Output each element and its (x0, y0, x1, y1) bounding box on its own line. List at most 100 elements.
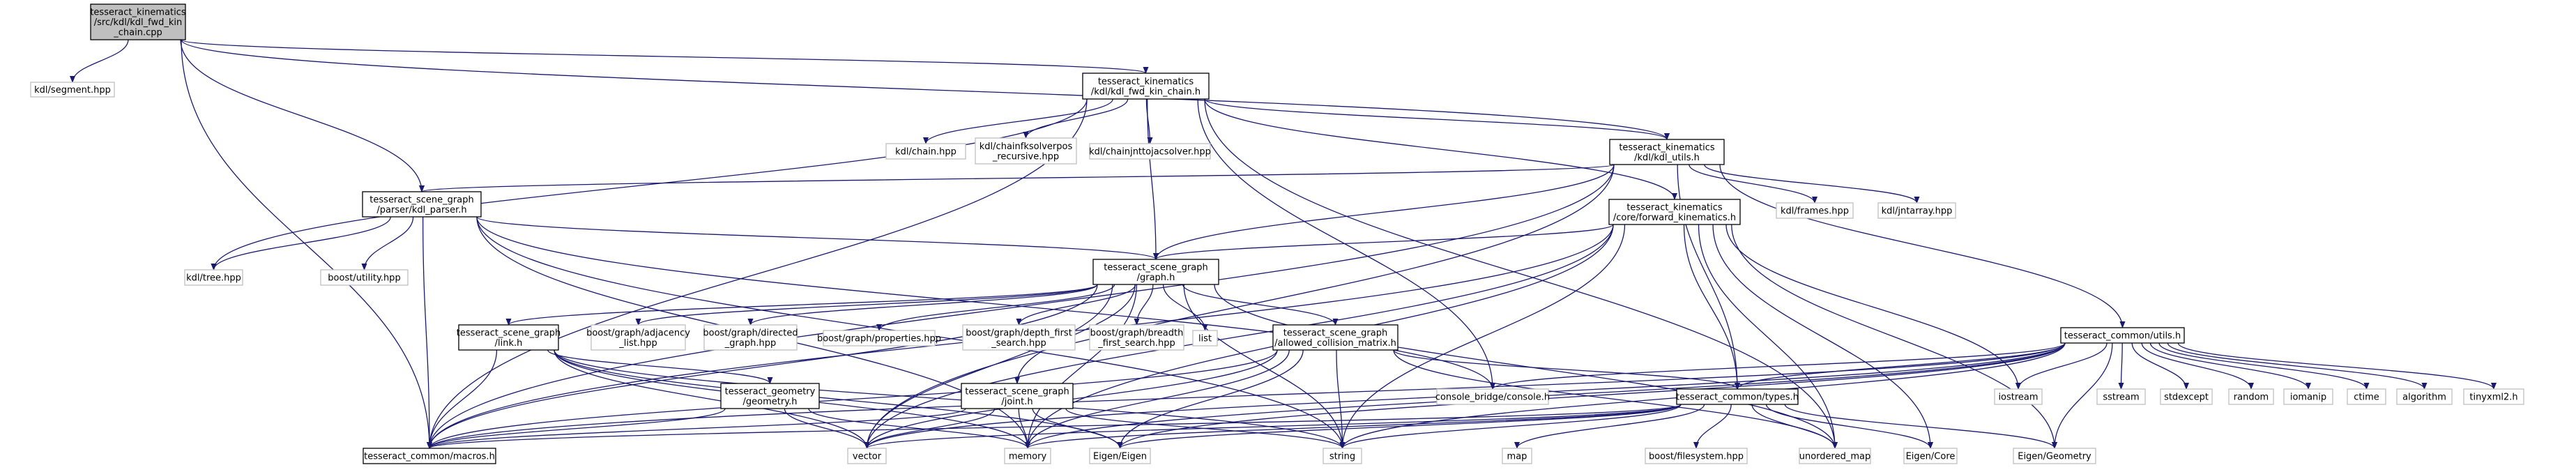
node-label-jntarray-0: kdl/jntarray.hpp (1882, 206, 1953, 217)
edge-kdlutils-to-frames (1689, 164, 1817, 204)
node-iostream: iostream (1994, 388, 2043, 405)
node-directed: boost/graph/directed_graph.hpp (703, 324, 798, 351)
node-root[interactable]: tesseract_kinematics/src/kdl/kdl_fwd_kin… (90, 3, 186, 40)
node-label-frames-0: kdl/frames.hpp (1781, 206, 1849, 217)
node-box-macros (363, 448, 496, 464)
node-label-kdlutils-1: /kdl/kdl_utils.h (1634, 153, 1700, 163)
edge-graph-to-bfs (1134, 284, 1154, 326)
edge-graph-to-memory (1025, 284, 1138, 449)
node-box-algorithm (2396, 388, 2453, 405)
edge-fwdkinh-to-fwdkin (1204, 98, 1677, 200)
node-eigen: Eigen/Eigen (1089, 448, 1151, 464)
node-label-chainfk-0: kdl/chainfksolverpos (980, 142, 1073, 152)
node-label-fwdkinh-1: /kdl/kdl_fwd_kin_chain.h (1091, 86, 1201, 97)
node-box-eigencore (1903, 448, 1958, 464)
node-label-algorithm-0: algorithm (2402, 393, 2446, 403)
node-box-boostutil (320, 269, 409, 286)
node-acm[interactable]: tesseract_scene_graph/allowed_collision_… (1272, 324, 1398, 351)
edge-root-to-kdlutils (181, 39, 1670, 140)
node-kdlparser[interactable]: tesseract_scene_graph/parser/kdl_parser.… (362, 191, 482, 218)
node-label-acm-0: tesseract_scene_graph (1283, 328, 1387, 338)
edge-fwdkin-to-graph (1153, 224, 1614, 260)
node-label-string-0: string (1329, 452, 1355, 462)
edge-root-to-macros (181, 39, 432, 449)
node-label-sstream-0: sstream (2103, 393, 2139, 403)
node-label-tinyxml-0: tinyxml2.h (2469, 393, 2517, 403)
edge-fwdkinh-to-tree (211, 98, 1088, 271)
edge-utils-to-sstream (2118, 342, 2124, 390)
node-label-list-0: list (1198, 334, 1212, 344)
edge-kdlutils-to-vector (864, 164, 1615, 449)
edge-graph-to-vector (864, 284, 1113, 449)
node-box-chainjnt (1089, 143, 1211, 160)
node-list: list (1192, 330, 1218, 347)
node-label-memory-0: memory (1009, 452, 1047, 462)
node-fwdkin[interactable]: tesseract_kinematics/core/forward_kinema… (1608, 199, 1741, 225)
edge-graph-to-link (505, 284, 1098, 326)
edge-graph-to-properties (876, 284, 1115, 331)
node-fwdkinh[interactable]: tesseract_kinematics/kdl/kdl_fwd_kin_cha… (1082, 73, 1210, 100)
edge-graph-to-list (1162, 284, 1208, 331)
edge-geometry-to-memory (808, 408, 1030, 449)
node-box-geometry (720, 383, 820, 409)
node-box-fs (1645, 448, 1748, 464)
edge-kdlparser-to-graph (476, 216, 1159, 260)
node-label-console-0: console_bridge/console.h (1435, 393, 1550, 403)
node-macros[interactable]: tesseract_common/macros.h (363, 448, 496, 464)
node-box-types (1676, 388, 1799, 405)
edge-acm-to-string (1336, 349, 1346, 449)
edge-acm-to-types (1393, 349, 1740, 390)
node-box-segment (30, 82, 115, 98)
node-label-graph-0: tesseract_scene_graph (1104, 262, 1207, 273)
node-label-kdlutils-0: tesseract_kinematics (1619, 142, 1715, 153)
node-types[interactable]: tesseract_common/types.h (1676, 388, 1799, 405)
edge-types-to-eigengeo (1784, 404, 2057, 449)
node-label-adjlist-0: boost/graph/adjacency (586, 328, 690, 338)
edge-root-to-fwdkinh (181, 39, 1148, 74)
node-label-macros-0: tesseract_common/macros.h (364, 452, 495, 462)
node-label-eigencore-0: Eigen/Core (1906, 452, 1956, 462)
node-graph[interactable]: tesseract_scene_graph/graph.h (1092, 259, 1219, 285)
node-boostutil: boost/utility.hpp (320, 269, 409, 286)
node-label-kdlparser-1: /parser/kdl_parser.h (376, 205, 466, 215)
node-link[interactable]: tesseract_scene_graph/link.h (457, 324, 561, 351)
edge-link-to-string (554, 349, 1346, 449)
node-joint[interactable]: tesseract_scene_graph/joint.h (961, 383, 1074, 409)
node-utils[interactable]: tesseract_common/utils.h (2060, 327, 2185, 344)
node-label-graph-1: /graph.h (1137, 273, 1175, 283)
edge-utils-to-console (1490, 342, 2066, 390)
node-string: string (1323, 448, 1362, 464)
node-label-directed-1: _graph.hpp (724, 338, 776, 349)
edge-graph-to-umap (1214, 284, 1838, 449)
node-label-fwdkin-1: /core/forward_kinematics.h (1613, 213, 1736, 223)
node-tinyxml: tinyxml2.h (2463, 388, 2524, 405)
node-bfs: boost/graph/breadth_first_search.hpp (1089, 324, 1184, 351)
edge-link-to-macros (427, 349, 498, 449)
node-label-kdlparser-0: tesseract_scene_graph (369, 195, 473, 205)
edge-graph-to-adjlist (635, 284, 1098, 326)
node-label-iostream-0: iostream (1998, 393, 2038, 403)
node-box-chainhpp (885, 143, 966, 160)
node-box-vector (847, 448, 887, 464)
edge-fwdkinh-to-chainjnt (1145, 98, 1153, 144)
node-kdlutils[interactable]: tesseract_kinematics/kdl/kdl_utils.h (1609, 139, 1725, 165)
edge-utils-to-random (2141, 342, 2254, 390)
node-box-iomanip (2283, 388, 2333, 405)
node-label-root-0: tesseract_kinematics (90, 8, 186, 18)
node-label-types-0: tesseract_common/types.h (1676, 393, 1799, 403)
node-box-graph (1092, 259, 1219, 285)
edge-fwdkin-to-eigengeo (1731, 224, 2057, 449)
node-label-joint-1: /joint.h (1001, 397, 1032, 407)
node-box-acm (1272, 324, 1398, 351)
node-box-frames (1776, 202, 1854, 219)
node-box-ctime (2347, 388, 2386, 405)
node-label-eigengeo-0: Eigen/Geometry (2018, 452, 2091, 462)
node-geometry[interactable]: tesseract_geometry/geometry.h (720, 383, 820, 409)
node-box-fwdkin (1608, 199, 1741, 225)
edge-acm-to-macros (427, 349, 1278, 449)
node-algorithm: algorithm (2396, 388, 2453, 405)
edge-types-to-eigen (1117, 404, 1682, 449)
node-chainjnt: kdl/chainjnttojacsolver.hpp (1089, 143, 1211, 160)
edge-types-to-macros (427, 404, 1682, 449)
edge-types-to-eigencore (1765, 404, 1933, 449)
